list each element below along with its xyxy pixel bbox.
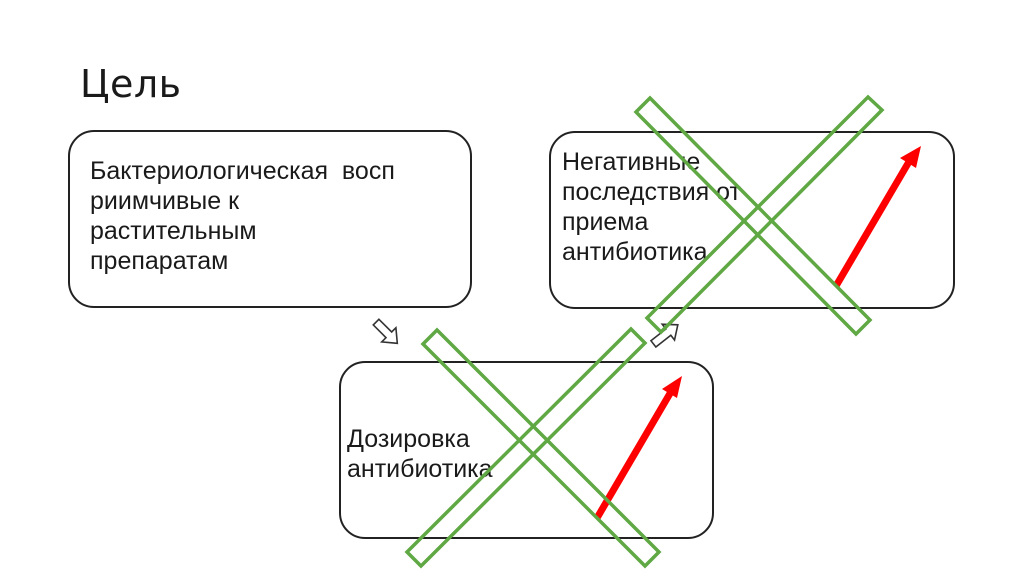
text-line: антибиотика: [347, 455, 493, 483]
flow-arrow-down-icon: [372, 318, 399, 345]
text-line: Негативные: [562, 148, 701, 176]
text-line: приема: [562, 208, 649, 236]
text-line: препаратам: [90, 247, 229, 275]
text-line: Бактериологическая восп: [90, 157, 395, 185]
box-bacteriological: [68, 130, 472, 308]
text-line: растительным: [90, 217, 257, 245]
flow-arrow-up-icon: [649, 323, 679, 349]
text-line: последствия от: [562, 178, 741, 206]
slide-title: Цель: [80, 62, 182, 106]
box-bacteriological-text: Бактериологическая восп риимчивые к раст…: [90, 156, 470, 276]
text-line: риимчивые к: [90, 187, 240, 215]
box-negative-consequences-text: Негативные последствия от приема антибио…: [562, 147, 802, 267]
box-dosage-text: Дозировка антибиотика: [347, 424, 587, 484]
text-line: антибиотика: [562, 238, 708, 266]
text-line: Дозировка: [347, 425, 470, 453]
